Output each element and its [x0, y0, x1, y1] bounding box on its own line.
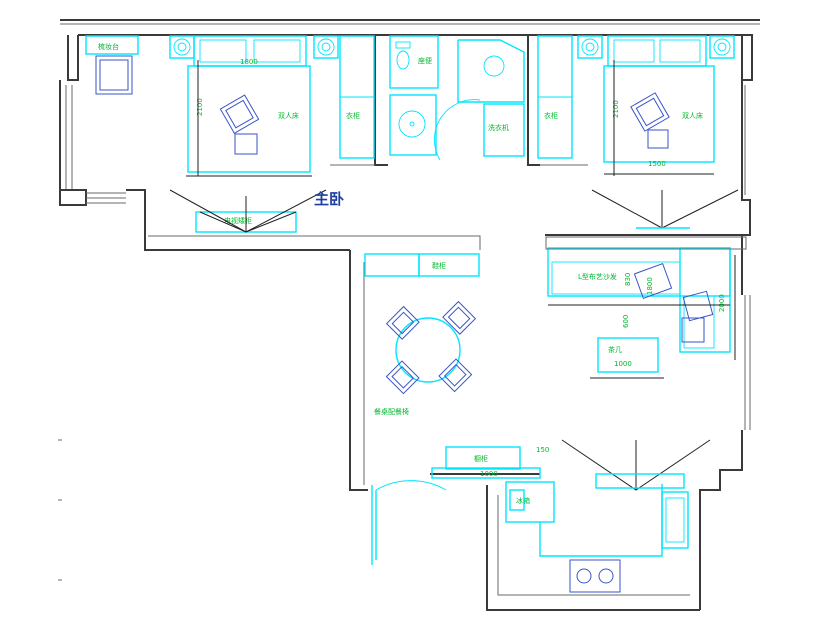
label-bed-right-length: 2100 — [612, 100, 620, 118]
label-washer: 洗衣机 — [488, 123, 509, 132]
double-bed-right — [603, 65, 715, 163]
label-sofa-a: 830 — [624, 273, 632, 286]
nightstand-right-b — [709, 35, 735, 59]
armchair-right — [630, 92, 670, 132]
label-dining-label: 餐桌配餐椅 — [374, 407, 409, 416]
shower-area — [457, 39, 525, 103]
living-area: 鞋柜 L型布艺沙发 830 1800 2000 茶几 1000 600 — [364, 236, 747, 379]
label-dressing-table: 梳妆台 — [98, 42, 119, 51]
double-bed-left — [187, 65, 311, 173]
label-tea-table: 茶几 — [608, 345, 622, 354]
label-double-bed-right: 双人床 — [682, 111, 703, 120]
dining-table — [395, 317, 461, 383]
label-cabinet: 橱柜 — [474, 454, 488, 463]
room-title: 主卧 — [314, 190, 344, 208]
exterior-walls — [59, 19, 760, 611]
label-kitchen-small: 150 — [536, 446, 549, 454]
label-sofa-b: 1800 — [646, 277, 654, 295]
nightstand-right-a — [577, 35, 603, 59]
toilet-area — [389, 35, 439, 89]
washing-machine — [483, 103, 525, 157]
dressing-stool — [95, 55, 133, 95]
label-wardrobe-right: 衣柜 — [544, 111, 558, 120]
label-tea-table: 1000 — [614, 360, 632, 368]
dining-chair-nw — [385, 305, 420, 340]
tea-table — [597, 337, 659, 373]
kitchen: 橱柜 1000 150 冰箱 — [431, 439, 711, 593]
stove — [569, 559, 621, 593]
left-bedroom: 梳妆台 双人床 1800 2100 衣柜 电视矮柜 — [85, 35, 375, 233]
label-sofa-c: 2000 — [718, 294, 726, 312]
label-cabinet-w: 1000 — [480, 470, 498, 478]
label-l-sofa: L型布艺沙发 — [578, 272, 617, 281]
right-bedroom: 衣柜 双人床 1500 2100 — [537, 35, 739, 229]
dining-chair-ne — [442, 300, 477, 335]
label-double-bed-left: 双人床 — [278, 111, 299, 120]
edge-marks — [58, 439, 62, 581]
dressing-table — [85, 35, 139, 55]
shoe-cabinet — [418, 253, 480, 277]
entrance-door — [371, 480, 447, 565]
label-shoe-cabinet: 鞋柜 — [432, 261, 446, 270]
sink — [661, 491, 689, 549]
label-bed-right-width: 1500 — [648, 160, 666, 168]
label-toilet: 座便 — [418, 56, 432, 65]
label-fridge: 冰箱 — [516, 496, 530, 505]
label-wardrobe-left: 衣柜 — [346, 111, 360, 120]
bathroom-door — [433, 99, 481, 161]
label-sofa-d: 600 — [622, 315, 630, 328]
bed-right-headboard — [607, 35, 707, 67]
dining-chair-sw — [385, 360, 420, 395]
storage-cabinet — [364, 253, 420, 277]
nightstand-left-b — [313, 35, 339, 59]
bathroom: 座便 洗衣机 — [389, 35, 525, 157]
armchair-left — [219, 94, 260, 134]
tv-cabinet-living — [595, 473, 685, 489]
label-bed-left-length: 2100 — [196, 98, 204, 116]
dining-chair-se — [438, 358, 473, 393]
label-bed-left-width: 1800 — [240, 58, 258, 66]
fridge-area — [505, 481, 555, 523]
washbasin — [389, 94, 437, 156]
label-tv-cabinet-bedroom: 电视矮柜 — [224, 216, 252, 225]
kitchen-cabinet — [445, 446, 521, 470]
dining-area: 餐桌配餐椅 — [374, 300, 477, 416]
